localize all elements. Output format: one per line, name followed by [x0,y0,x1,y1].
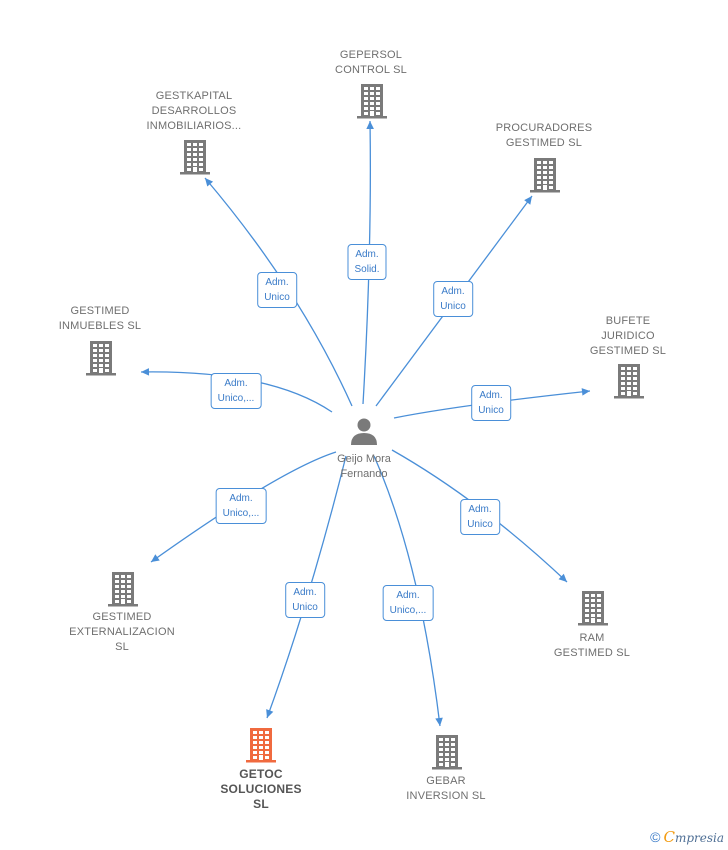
copyright-icon: © [650,829,661,845]
arrowhead-gebar [435,717,443,726]
company-label-ram[interactable]: RAM GESTIMED SL [554,631,630,661]
company-label-line: GESTIMED SL [589,345,667,357]
company-label-line: GEPERSOL [339,49,403,61]
building-icon-gebar[interactable] [432,735,462,770]
arrowhead-getoc [266,709,274,718]
edge-label-line: Unico [467,519,493,530]
edge-label-line: Adm. [293,587,317,598]
person-icon[interactable] [351,418,377,446]
edge-label-line: Adm. [396,590,420,601]
company-label-gestkapital[interactable]: GESTKAPITAL DESARROLLOS INMOBILIARIOS... [147,89,242,134]
edge-label-gestimed-inmuebles[interactable]: Adm. Unico,... [210,373,262,409]
building-icon-gepersol[interactable] [357,84,387,119]
arrowhead-gestimed-inmuebles [141,368,150,376]
edge-label-gepersol[interactable]: Adm. Solid. [347,244,387,280]
center-name-line-1: Geijo Mora [337,453,391,465]
company-label-gestimed-inmuebles[interactable]: GESTIMED INMUEBLES SL [59,304,141,334]
company-label-gebar[interactable]: GEBAR INVERSION SL [406,774,485,804]
edge-label-bufete[interactable]: Adm. Unico [471,385,511,421]
edge-label-line: Adm. [468,504,492,515]
brand-logo: Cmpresia [663,828,724,846]
building-icon-bufete[interactable] [614,364,644,399]
company-label-line: INMOBILIARIOS... [146,120,242,132]
edge-label-line: Unico [292,602,318,613]
company-label-line: GESTIMED SL [553,647,631,659]
arrowhead-gestimed-externalizacion [151,554,160,562]
building-icon-gestimed-externalizacion[interactable] [108,572,138,607]
edge-label-line: Adm. [229,493,253,504]
company-label-line: DESARROLLOS [151,105,237,117]
company-label-gepersol[interactable]: GEPERSOL CONTROL SL [335,48,407,78]
company-label-line: GESTIMED [70,305,130,317]
edge-label-line: Adm. [355,249,379,260]
company-label-line: GESTIMED SL [505,137,583,149]
edge-label-getoc[interactable]: Adm. Unico [285,582,325,618]
edge-label-line: Adm. [265,277,289,288]
building-icon-procuradores[interactable] [530,158,560,193]
company-label-procuradores[interactable]: PROCURADORES GESTIMED SL [496,121,593,151]
company-label-line: GESTIMED [92,611,152,623]
brand-initial: C [663,828,675,846]
company-label-line: BUFETE [605,315,651,327]
company-label-line: INVERSION SL [406,790,486,802]
arrowhead-gepersol [366,121,374,130]
edge-label-line: Adm. [479,390,503,401]
edge-label-ram[interactable]: Adm. Unico [460,499,500,535]
edge-label-line: Unico [264,292,290,303]
brand-name: mpresia [674,831,724,845]
company-label-line: SOLUCIONES [220,782,302,796]
company-label-line: RAM [579,632,605,644]
edge-label-line: Adm. [441,286,465,297]
center-name-line-2: Fernando [340,468,388,480]
edge-label-line: Unico,... [389,605,427,616]
company-label-line: GETOC [239,767,283,781]
company-label-line: EXTERNALIZACION [69,626,175,638]
edge-label-line: Adm. [224,378,248,389]
edge-label-procuradores[interactable]: Adm. Unico [433,281,473,317]
company-label-bufete[interactable]: BUFETE JURIDICO GESTIMED SL [590,314,666,359]
company-label-line: GEBAR [426,775,466,787]
arrowhead-bufete [581,388,590,396]
edge-label-gestkapital[interactable]: Adm. Unico [257,272,297,308]
building-icon-ram[interactable] [578,591,608,626]
company-label-line: SL [115,641,129,653]
building-icon-gestkapital[interactable] [180,140,210,175]
edge-label-line: Unico [478,405,504,416]
footer-credit[interactable]: ©Cmpresia [650,828,724,846]
company-label-gestimed-externalizacion[interactable]: GESTIMED EXTERNALIZACION SL [69,610,175,655]
edge-label-gebar[interactable]: Adm. Unico,... [382,585,434,621]
building-icon-gestimed-inmuebles[interactable] [86,341,116,376]
edge-gebar [373,455,441,727]
building-icon-getoc[interactable] [246,728,276,763]
company-label-line: GESTKAPITAL [155,90,233,102]
company-label-line: INMUEBLES SL [58,320,142,332]
arrowhead-ram [558,573,567,582]
edge-label-line: Solid. [354,264,380,275]
edge-label-line: Unico,... [217,393,255,404]
company-label-line: SL [253,797,269,811]
company-label-line: PROCURADORES [495,122,593,134]
arrowhead-procuradores [524,196,532,205]
edge-label-line: Unico [440,301,466,312]
center-person-name[interactable]: Geijo Mora Fernando [337,452,391,482]
company-label-line: JURIDICO [601,330,655,342]
edge-label-line: Unico,... [222,508,260,519]
edge-label-gestimed-externalizacion[interactable]: Adm. Unico,... [215,488,267,524]
arrowhead-gestkapital [205,178,214,187]
company-label-line: CONTROL SL [335,64,407,76]
